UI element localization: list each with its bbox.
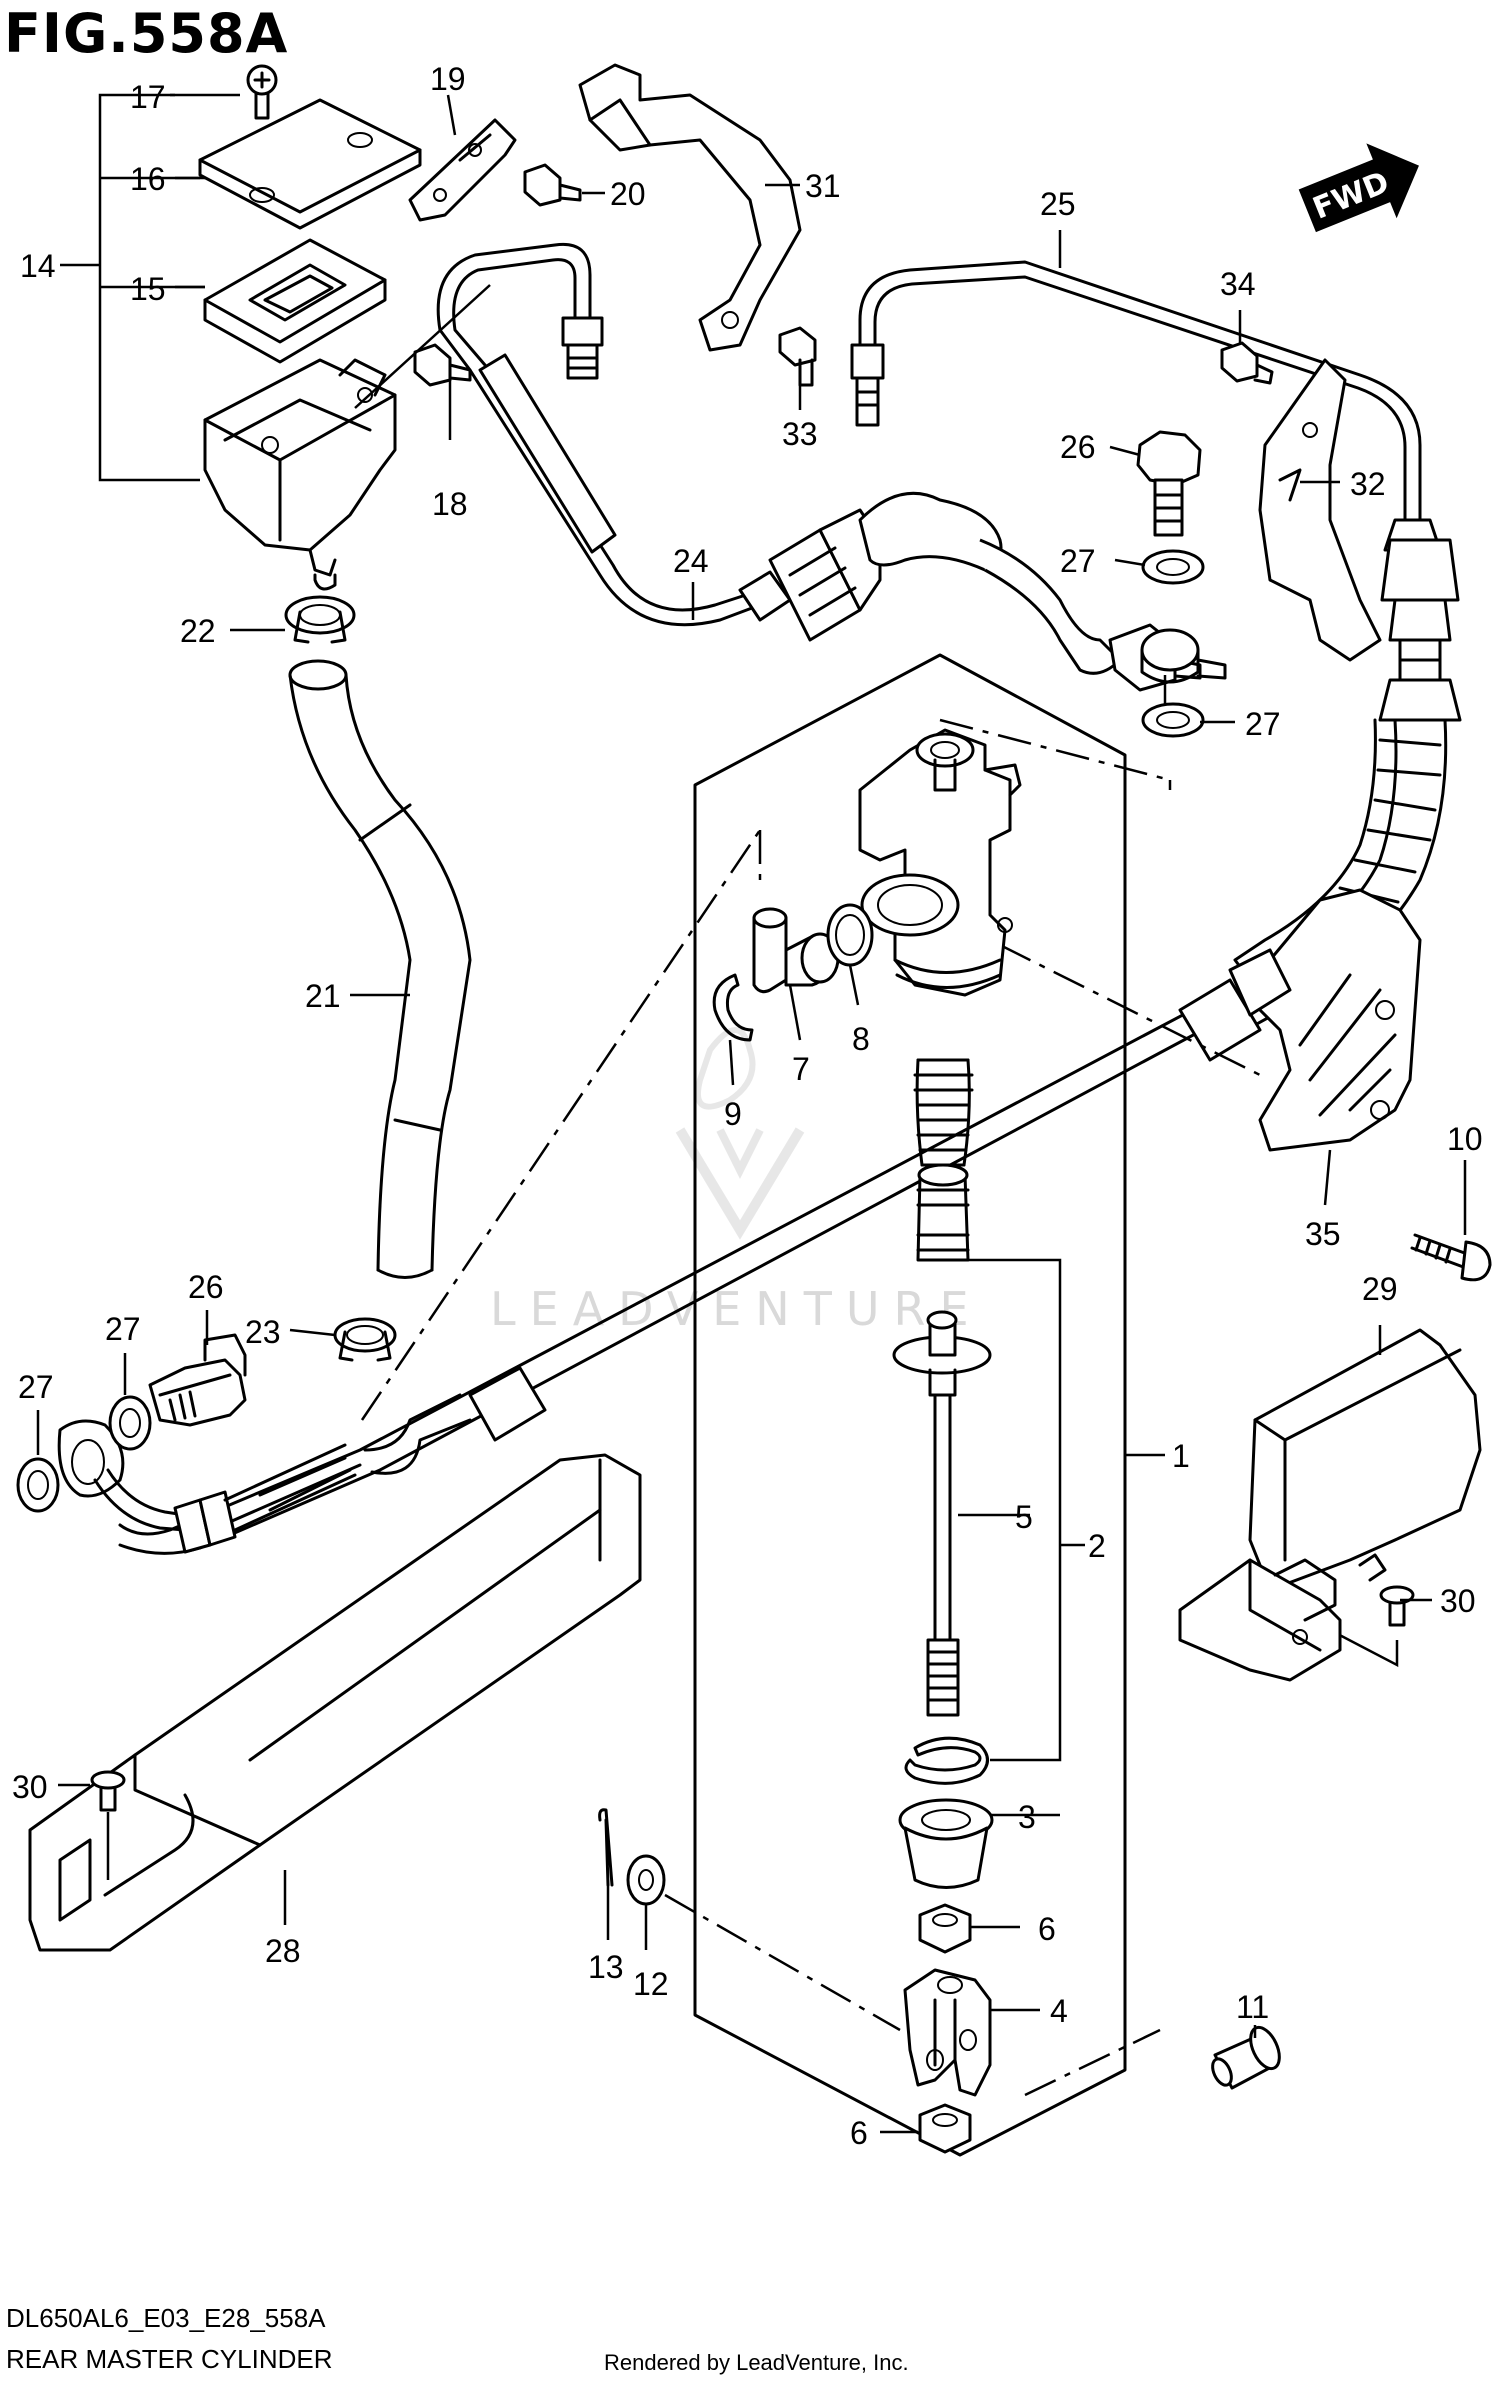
bracket-31-icon — [578, 63, 802, 352]
callout-31: 31 — [805, 168, 841, 204]
cotter-pin-13-icon — [598, 1808, 614, 1887]
banjo-bolt-26-icon — [1136, 430, 1202, 537]
spring-icon — [913, 1058, 974, 1167]
callout-4: 4 — [1050, 1993, 1068, 2029]
callout-7: 7 — [792, 1051, 810, 1087]
banjo-fitting-icon — [1140, 628, 1227, 684]
callout-11: 11 — [1236, 1989, 1269, 2025]
cover-29-icon — [1178, 1328, 1482, 1682]
push-rod-5-icon — [892, 1310, 992, 1717]
hose-21-icon — [288, 659, 472, 1279]
callout-27-mid: 27 — [1245, 706, 1281, 742]
clamp-22-icon — [284, 595, 356, 644]
callout-27-lower-left: 27 — [18, 1369, 54, 1405]
brake-hose-21-long-icon — [118, 948, 1292, 1555]
bolt-18-icon — [413, 343, 472, 387]
callout-2: 2 — [1088, 1528, 1106, 1564]
master-cylinder-body-icon — [858, 728, 1022, 997]
clevis-pin-11-icon — [1211, 2025, 1281, 2090]
callout-17: 17 — [130, 79, 166, 115]
callout-5: 5 — [1015, 1499, 1033, 1535]
bracket-19-icon — [408, 118, 517, 222]
callout-30-right: 30 — [1440, 1583, 1476, 1619]
bolt-33-icon — [778, 326, 817, 387]
clamp-23-icon — [333, 1317, 397, 1362]
reservoir-14-icon — [203, 358, 397, 591]
fwd-arrow-icon: FWD — [1298, 143, 1419, 233]
hose-end-fitting-icon — [57, 1419, 357, 1554]
callout-14: 14 — [20, 248, 56, 284]
callout-21: 21 — [305, 978, 341, 1014]
group-outline-1 — [693, 653, 1127, 2157]
callout-24: 24 — [673, 543, 709, 579]
callout-18: 18 — [432, 486, 468, 522]
circlip-3-icon — [904, 1736, 989, 1785]
callout-33: 33 — [782, 416, 818, 452]
diaphragm-15-icon — [203, 238, 387, 364]
washer-27-right-icon — [108, 1395, 152, 1451]
o-ring-8-icon — [826, 903, 874, 967]
washer-12-icon — [626, 1854, 666, 1906]
screw-30-right-icon — [1379, 1585, 1415, 1627]
callout-23: 23 — [245, 1314, 281, 1350]
callout-10: 10 — [1447, 1121, 1483, 1157]
render-credit: Rendered by LeadVenture, Inc. — [604, 2350, 909, 2375]
elbow-fitting-7-icon — [752, 907, 840, 994]
washer-27-top-icon — [1141, 549, 1205, 585]
callout-27-top: 27 — [1060, 543, 1096, 579]
guard-35-icon — [1258, 888, 1422, 1152]
callout-32: 32 — [1350, 466, 1386, 502]
circlip-9-icon — [712, 973, 754, 1042]
callout-28: 28 — [265, 1933, 301, 1969]
callout-20: 20 — [610, 176, 646, 212]
watermark: LEADVENTURE — [490, 1027, 983, 1336]
bolt-20-icon — [523, 163, 582, 207]
screw-30-left-icon — [90, 1770, 126, 1812]
callout-26-lower: 26 — [188, 1269, 224, 1305]
callout-8: 8 — [852, 1021, 870, 1057]
bracket-32-icon — [1258, 358, 1382, 662]
watermark-text: LEADVENTURE — [490, 1282, 983, 1336]
washer-27-left-icon — [16, 1457, 60, 1513]
callout-15: 15 — [130, 271, 166, 307]
callout-19: 19 — [430, 61, 466, 97]
callout-6-upper: 6 — [1038, 1911, 1056, 1947]
callout-12: 12 — [633, 1966, 669, 2002]
callout-9: 9 — [724, 1096, 742, 1132]
callout-6-lower: 6 — [850, 2115, 868, 2151]
banjo-bolt-26-lower-icon — [148, 1333, 247, 1427]
callout-22: 22 — [180, 613, 216, 649]
callout-30-left: 30 — [12, 1769, 48, 1805]
callout-35: 35 — [1305, 1216, 1341, 1252]
reservoir-cap-16-icon — [198, 98, 422, 230]
figure-title: FIG.558A — [4, 2, 289, 65]
diagram-name: REAR MASTER CYLINDER — [6, 2344, 333, 2374]
callout-3: 3 — [1018, 1799, 1036, 1835]
bolt-34-icon — [1220, 341, 1274, 385]
callout-1: 1 — [1172, 1438, 1190, 1474]
bolt-10-icon — [1410, 1233, 1492, 1282]
nut-6-lower-icon — [918, 2103, 972, 2154]
model-code: DL650AL6_E03_E28_558A — [6, 2303, 326, 2333]
callout-34: 34 — [1220, 266, 1256, 302]
callout-26-top: 26 — [1060, 429, 1096, 465]
boot-3-icon — [898, 1798, 994, 1889]
brake-pipe-24-icon — [436, 242, 1202, 692]
callout-labels: 17 16 14 15 19 20 18 31 33 25 34 26 32 2… — [12, 61, 1483, 2151]
washer-27-mid-icon — [1141, 702, 1205, 738]
screw-17-icon — [246, 64, 278, 120]
callout-27-lower-right: 27 — [105, 1311, 141, 1347]
leader-lines — [36, 93, 1467, 2134]
callout-13: 13 — [588, 1949, 624, 1985]
piston-icon — [916, 1163, 970, 1262]
clevis-4-icon — [903, 1968, 992, 2097]
cover-28-icon — [28, 1453, 642, 1952]
brake-hose-icon — [1233, 538, 1462, 1027]
callout-16: 16 — [130, 161, 166, 197]
callout-29: 29 — [1362, 1271, 1398, 1307]
nut-6-upper-icon — [918, 1903, 972, 1954]
callout-25: 25 — [1040, 186, 1076, 222]
